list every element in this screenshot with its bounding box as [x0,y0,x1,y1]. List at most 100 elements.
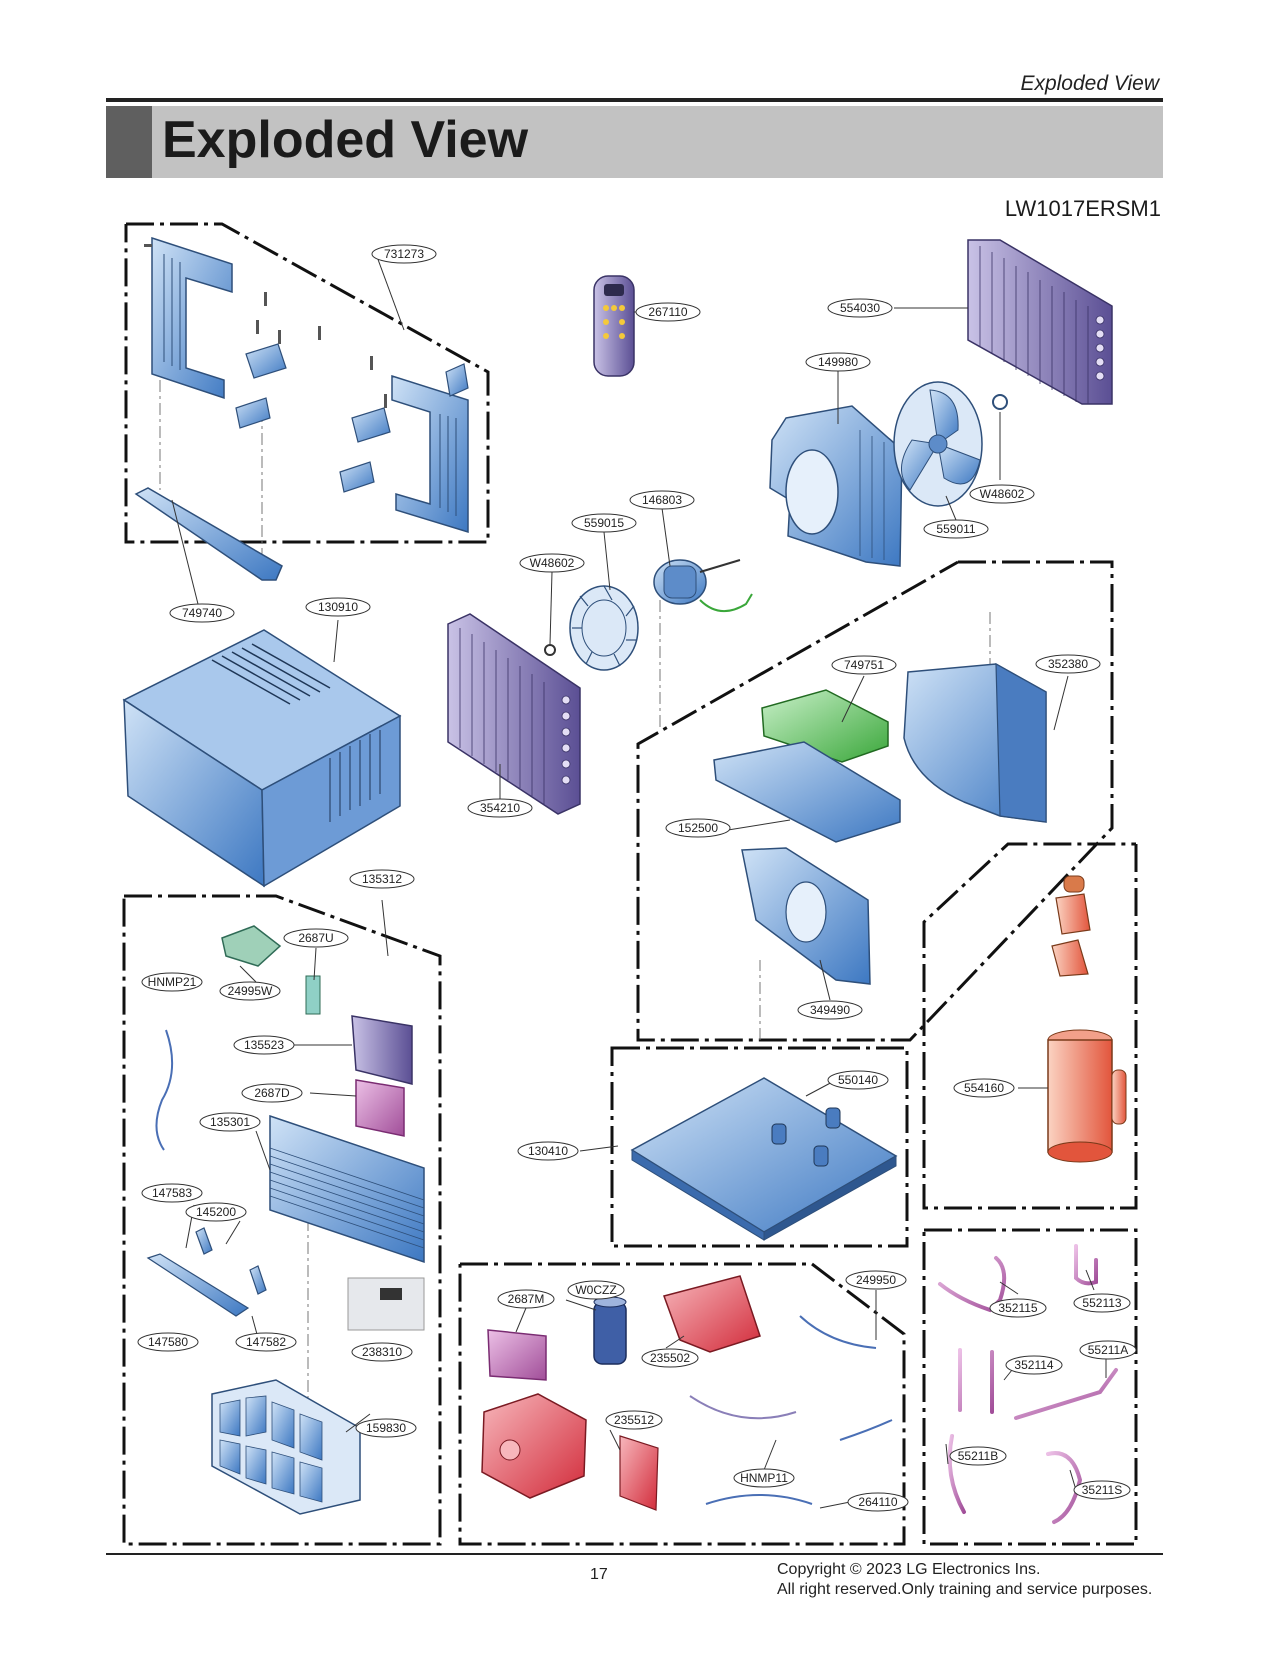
capacitor [593,1296,627,1365]
svg-text:559015: 559015 [584,516,624,530]
barrier-349490 [741,847,871,985]
svg-text:352380: 352380 [1048,657,1088,671]
group-outline-air-guide [636,560,1114,1042]
svg-text:W48602: W48602 [530,556,575,570]
svg-text:749740: 749740 [182,606,222,620]
part-label: 559011 [923,519,989,539]
svg-text:349490: 349490 [810,1003,850,1017]
svg-text:554160: 554160 [964,1081,1004,1095]
part-label: 149980 [805,352,871,372]
svg-text:145200: 145200 [196,1205,236,1219]
copyright-line-2: All right reserved.Only training and ser… [777,1581,1153,1598]
part-label: 24995W [219,981,281,1001]
louvers [146,1227,267,1317]
wiring-harnesses [689,1315,893,1505]
pcb-2687M [487,1329,547,1381]
part-label: 749740 [169,603,235,623]
pcb-2687D [355,1079,405,1137]
svg-text:749751: 749751 [844,658,884,672]
remote-controller [593,275,635,377]
part-label: 147580 [137,1332,199,1352]
part-label: 352114 [1005,1355,1063,1375]
part-label: 130410 [517,1141,579,1161]
part-label: 264110 [847,1492,909,1512]
cabinet [122,629,402,888]
svg-text:W0CZZ: W0CZZ [575,1283,616,1297]
svg-text:146803: 146803 [642,493,682,507]
air-guide-housing [903,662,1047,823]
air-filter [211,1379,361,1515]
mounting-brackets [235,343,469,493]
part-label: 238310 [351,1342,413,1362]
control-bracket [221,925,321,1015]
svg-text:2687D: 2687D [254,1086,290,1100]
svg-text:249950: 249950 [856,1273,896,1287]
display-panel-238310 [347,1277,425,1331]
svg-text:354210: 354210 [480,801,520,815]
svg-text:24995W: 24995W [228,984,273,998]
part-label: W48602 [969,484,1035,504]
part-label: 749751 [831,655,897,675]
part-label: 554030 [827,298,893,318]
part-label: 135301 [199,1112,261,1132]
section-label: Exploded View [1020,72,1159,95]
refrigerant-pipes [938,1244,1118,1524]
condenser-fan [893,381,1008,507]
part-label: 147583 [141,1183,203,1203]
svg-text:235512: 235512 [614,1413,654,1427]
svg-text:159830: 159830 [366,1421,406,1435]
evaporator-coil [447,613,581,815]
part-label: 147582 [235,1332,297,1352]
part-label: 354210 [467,798,533,818]
part-label: 552113 [1073,1293,1131,1313]
model-number: LW1017ERSM1 [1004,196,1161,221]
svg-text:135301: 135301 [210,1115,250,1129]
part-label: HNMP11 [733,1468,795,1488]
part-label: 55211A [1079,1340,1137,1360]
part-label: 352380 [1035,654,1101,674]
svg-text:W48602: W48602 [980,487,1025,501]
page-number: 17 [590,1566,608,1583]
svg-text:35211S: 35211S [1082,1483,1122,1497]
footer-rule [106,1553,1163,1555]
part-label: 554160 [953,1078,1015,1098]
part-label: 55211B [949,1446,1007,1466]
overload-protector [1051,939,1089,977]
blower-fan [544,585,639,671]
front-grille [269,1114,425,1264]
wire-harness-HNMP21 [155,1029,174,1151]
svg-text:267110: 267110 [648,305,687,319]
condenser-coil [967,239,1113,405]
part-label: 152500 [665,818,731,838]
side-curtain-left [151,236,233,400]
part-label: 731273 [371,244,437,264]
svg-text:352115: 352115 [998,1301,1037,1315]
group-outline-side-brackets [124,222,490,544]
svg-text:554030: 554030 [840,301,880,315]
part-label: 130910 [305,597,371,617]
svg-text:130410: 130410 [528,1144,568,1158]
part-label: 35211S [1073,1480,1131,1500]
svg-text:55211A: 55211A [1088,1343,1128,1357]
svg-text:552113: 552113 [1082,1296,1121,1310]
part-label: 159830 [355,1418,417,1438]
svg-text:2687U: 2687U [298,931,333,945]
part-label: 235502 [641,1348,699,1368]
part-label: 145200 [185,1202,247,1222]
part-label: 249950 [845,1270,907,1290]
svg-text:264110: 264110 [858,1495,897,1509]
svg-text:149980: 149980 [818,355,858,369]
part-label: W48602 [519,553,585,573]
part-label: 559015 [571,513,637,533]
part-label: 2687M [497,1289,555,1309]
svg-text:559011: 559011 [936,522,975,536]
compressor [1047,1029,1127,1163]
control-box-case [481,1393,587,1499]
svg-text:731273: 731273 [384,247,424,261]
svg-text:147582: 147582 [246,1335,286,1349]
pcb-235512 [619,1435,659,1511]
group-outline-piping [922,1228,1138,1546]
part-label: 235512 [605,1410,663,1430]
svg-text:HNMP11: HNMP11 [740,1471,788,1485]
svg-text:152500: 152500 [678,821,718,835]
